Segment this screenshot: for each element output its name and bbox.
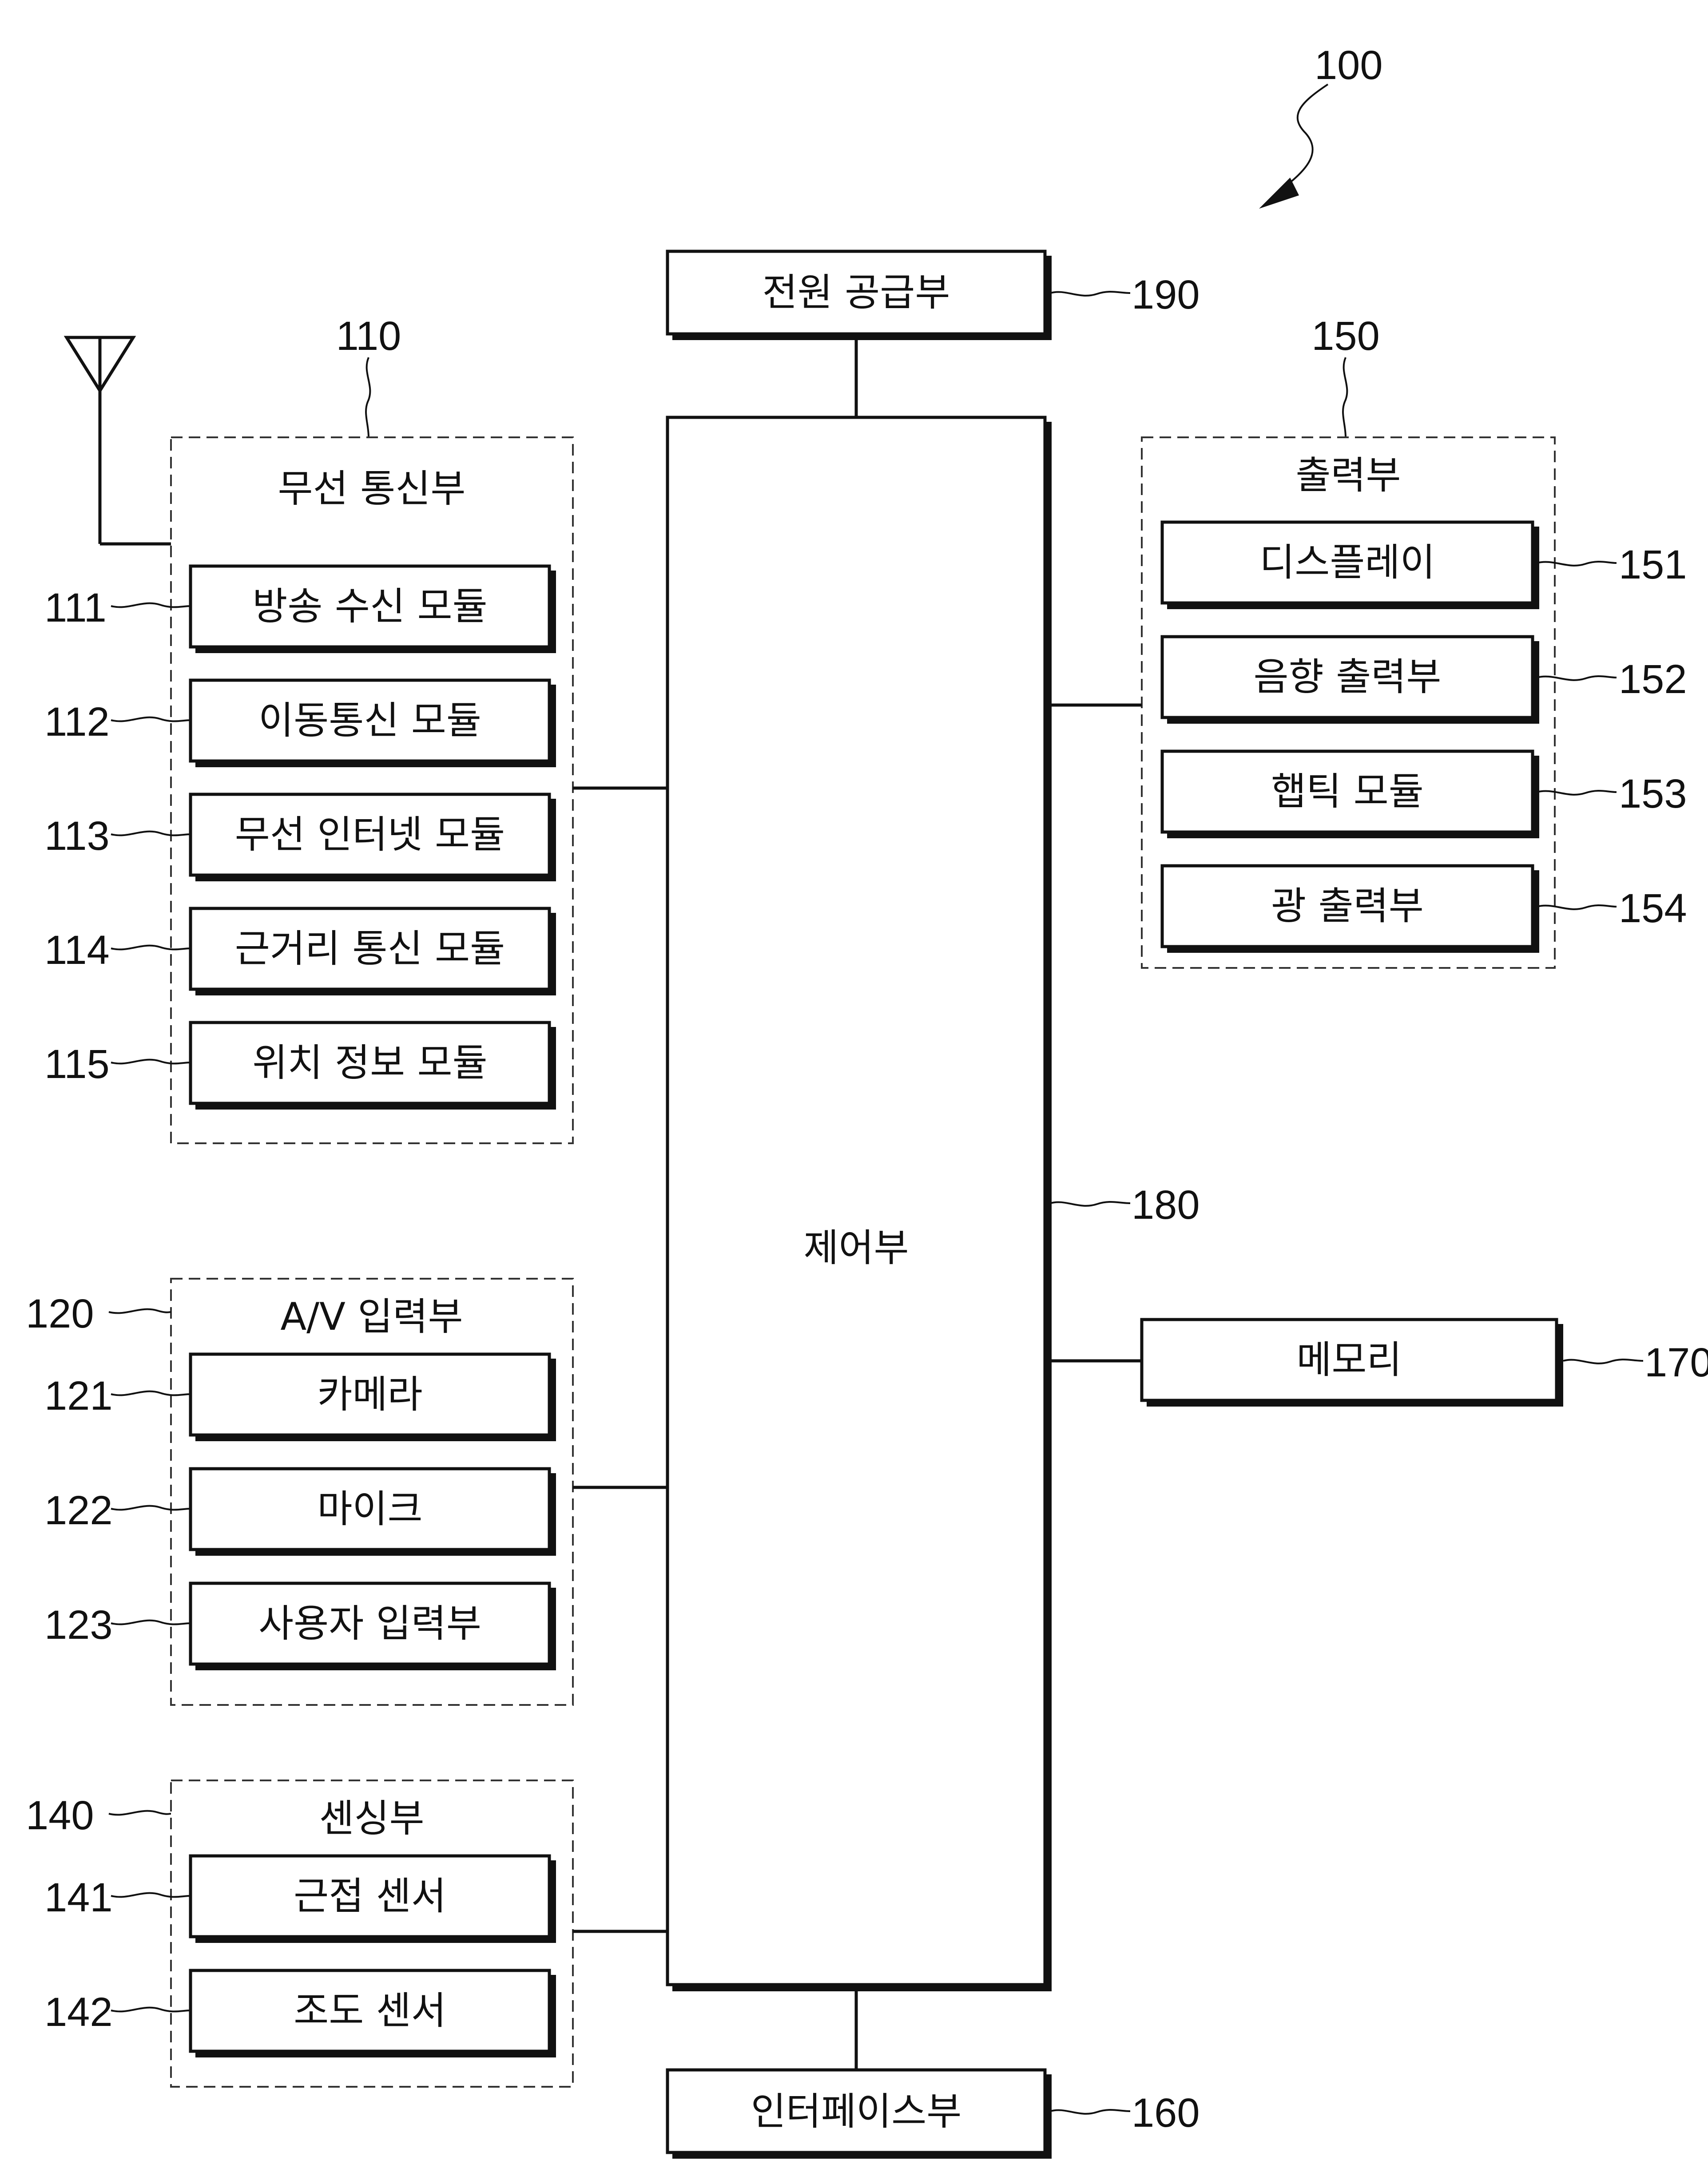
ref-180-leader [1050, 1202, 1130, 1206]
ref-112: 112 [44, 699, 110, 745]
ref-154: 154 [1619, 886, 1687, 931]
sensing-module: 근접 센서 141 [44, 1856, 556, 1943]
interface-label: 인터페이스부 [751, 2089, 962, 2134]
output-module: 광 출력부 154 [1162, 866, 1687, 953]
module-label: 무선 인터넷 모듈 [235, 813, 505, 857]
ref-120: 120 [26, 1291, 94, 1336]
ref-110: 110 [336, 313, 401, 359]
module-label: 광 출력부 [1271, 884, 1424, 928]
module-label: 디스플레이 [1259, 540, 1435, 585]
wireless-module: 무선 인터넷 모듈 113 [44, 794, 556, 881]
ref-120-leader [109, 1309, 171, 1313]
output-module: 디스플레이 151 [1162, 522, 1687, 609]
module-label: 근거리 통신 모듈 [235, 927, 505, 971]
ref-190: 190 [1132, 272, 1200, 317]
ref-160: 160 [1132, 2090, 1200, 2136]
module-label: 마이크 [317, 1487, 422, 1531]
output-module: 햅틱 모듈 153 [1162, 751, 1687, 838]
sensing-module: 조도 센서 142 [44, 1970, 556, 2057]
ref-190-leader [1050, 292, 1130, 296]
ref-123: 123 [44, 1602, 113, 1648]
wireless-title: 무선 통신부 [278, 467, 466, 511]
ref-140: 140 [26, 1793, 94, 1838]
ref-141: 141 [44, 1875, 113, 1920]
module-label: 근접 센서 [294, 1874, 446, 1918]
ref-115: 115 [44, 1042, 110, 1087]
ref-152: 152 [1619, 657, 1687, 702]
module-label: 이동통신 모듈 [258, 698, 481, 743]
output-title: 출력부 [1295, 453, 1401, 498]
output-module: 음향 출력부 152 [1162, 637, 1687, 724]
ref-150-leader [1343, 357, 1347, 437]
ref-180: 180 [1132, 1182, 1200, 1228]
ref-100: 100 [1315, 43, 1383, 88]
module-label: 방송 수신 모듈 [252, 584, 487, 629]
controller-box [667, 417, 1045, 1985]
ref-100-arrow [1279, 84, 1328, 191]
av-input-title: A/V 입력부 [280, 1295, 463, 1339]
module-label: 사용자 입력부 [258, 1601, 481, 1646]
ref-114: 114 [44, 928, 110, 973]
ref-160-leader [1050, 2110, 1130, 2114]
ref-111: 111 [44, 585, 107, 630]
module-label: 위치 정보 모듈 [252, 1041, 487, 1085]
ref-122: 122 [44, 1488, 113, 1533]
module-label: 카메라 [317, 1372, 422, 1417]
ref-110-leader [366, 357, 370, 437]
wireless-module: 근거리 통신 모듈 114 [44, 908, 556, 995]
ref-140-leader [109, 1811, 171, 1815]
sensing-title: 센싱부 [319, 1796, 424, 1841]
ref-113: 113 [44, 813, 110, 859]
av-module: 카메라 121 [44, 1354, 556, 1441]
module-label: 햅틱 모듈 [1271, 769, 1424, 814]
ref-153: 153 [1619, 771, 1687, 817]
ref-170: 170 [1644, 1340, 1708, 1385]
ref-150: 150 [1311, 313, 1380, 359]
ref-142: 142 [44, 1990, 113, 2035]
memory-label: 메모리 [1296, 1338, 1402, 1382]
ref-151: 151 [1619, 542, 1687, 587]
ref-100-arrowhead [1259, 178, 1299, 209]
module-label: 음향 출력부 [1254, 655, 1442, 699]
power-supply-label: 전원 공급부 [763, 270, 950, 315]
wireless-module: 방송 수신 모듈 111 [44, 566, 556, 653]
ref-170-leader [1563, 1360, 1643, 1364]
ref-121: 121 [44, 1373, 113, 1419]
av-module: 사용자 입력부 123 [44, 1583, 556, 1670]
antenna-icon [67, 337, 171, 544]
av-module: 마이크 122 [44, 1469, 556, 1556]
wireless-module: 이동통신 모듈 112 [44, 680, 556, 767]
module-label: 조도 센서 [294, 1989, 446, 2033]
wireless-module: 위치 정보 모듈 115 [44, 1023, 556, 1110]
controller-label: 제어부 [803, 1226, 909, 1270]
